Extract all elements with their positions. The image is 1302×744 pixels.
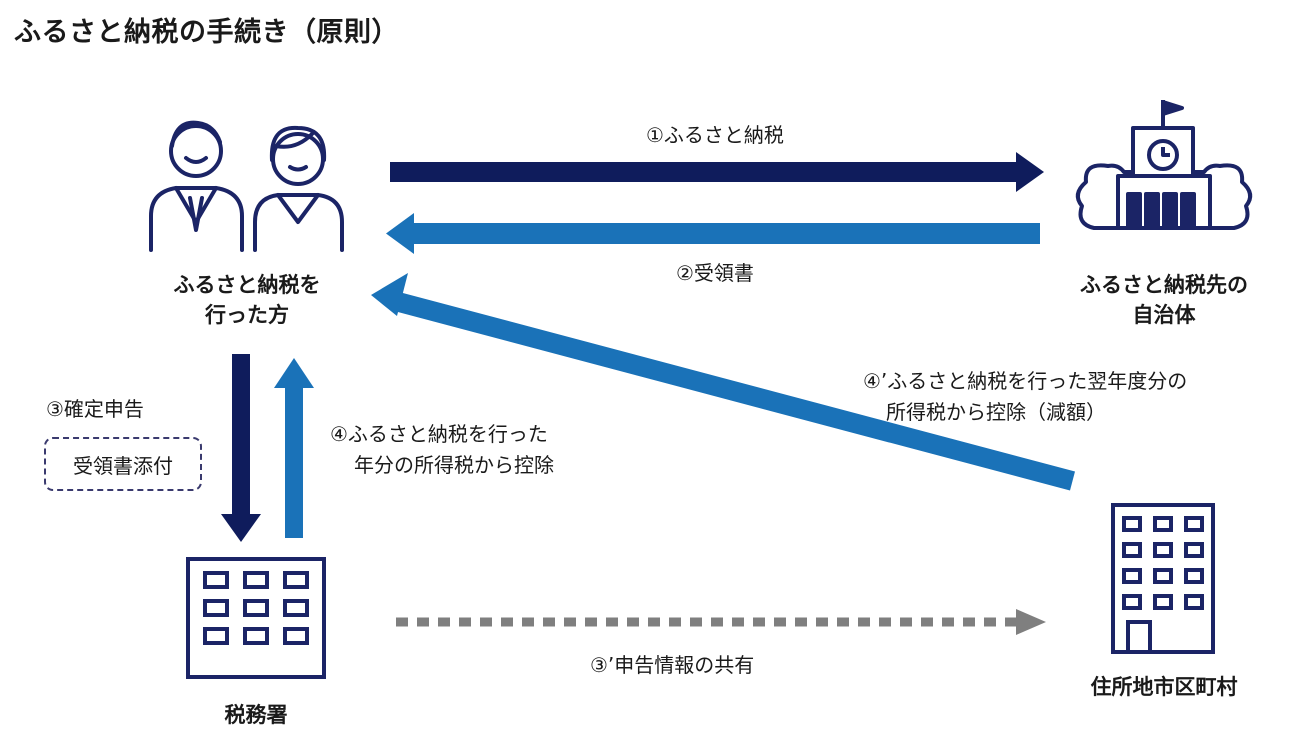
tall-building-icon xyxy=(1111,503,1215,654)
node-municipality-line2: 自治体 xyxy=(1132,303,1196,327)
arrow-furusato-donation xyxy=(390,152,1044,192)
node-residence-label: 住所地市区町村 xyxy=(1090,675,1238,699)
node-donor-line1: ふるさと納税を xyxy=(173,273,321,297)
arrow-income-tax-deduction xyxy=(274,358,314,538)
node-donor-label: ふるさと納税を 行った方 xyxy=(120,270,374,330)
receipt-attached-badge: 受領書添付 xyxy=(44,437,202,491)
arrow-residence-deduction xyxy=(371,273,1075,491)
flow-label-deduction-line1: ④ふるさと納税を行った xyxy=(330,422,548,446)
flow-label-residence-deduction-line2: 所得税から控除（減額） xyxy=(886,400,1106,424)
people-icon xyxy=(149,120,344,252)
flow-label-deduction-line2: 年分の所得税から控除 xyxy=(354,453,554,477)
flow-label-donation: ①ふるさと納税 xyxy=(646,123,784,147)
receipt-attached-text: 受領書添付 xyxy=(73,453,173,478)
node-municipality-line1: ふるさと納税先の xyxy=(1080,273,1248,297)
city-hall-icon xyxy=(1075,100,1253,230)
arrow-tax-return xyxy=(221,354,261,542)
arrow-info-sharing xyxy=(396,609,1046,635)
flow-label-residence-deduction-line1: ④’ふるさと納税を行った翌年度分の xyxy=(863,369,1188,393)
page-title: ふるさと納税の手続き（原則） xyxy=(14,17,399,48)
flow-label-receipt: ②受領書 xyxy=(676,261,754,285)
node-municipality-label: ふるさと納税先の 自治体 xyxy=(1050,270,1278,330)
office-building-icon xyxy=(186,557,326,679)
node-tax-office-label: 税務署 xyxy=(224,703,288,727)
node-donor-line2: 行った方 xyxy=(205,303,289,327)
arrow-receipt xyxy=(386,213,1040,254)
flow-label-tax-return: ③確定申告 xyxy=(46,397,144,421)
flow-label-info-sharing: ③’申告情報の共有 xyxy=(590,653,755,677)
